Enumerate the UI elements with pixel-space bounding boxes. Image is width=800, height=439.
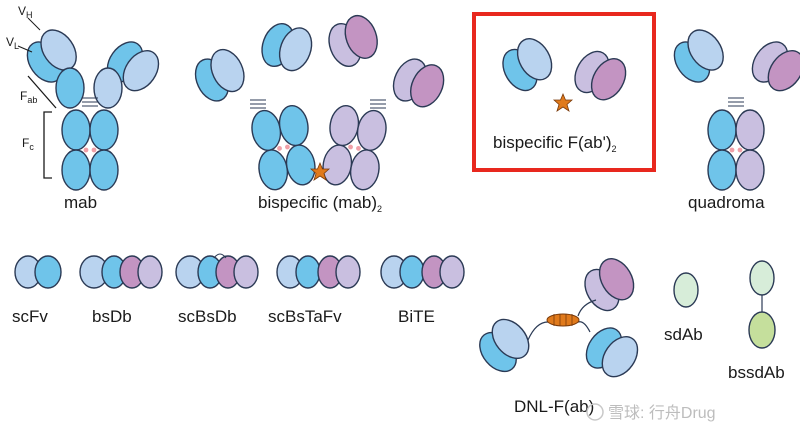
mab-label: mab bbox=[64, 193, 97, 212]
scfv: scFv bbox=[12, 255, 62, 326]
crosslinker-star-icon bbox=[553, 93, 573, 112]
vl-label: VL bbox=[6, 35, 19, 51]
fab-bracket bbox=[27, 75, 57, 109]
fc-bracket bbox=[43, 111, 52, 179]
sdab: sdAb bbox=[664, 272, 703, 344]
bssdab: bssdAb bbox=[728, 260, 785, 382]
bite-label: BiTE bbox=[398, 307, 435, 326]
dnl-fab: DNL-F(ab) bbox=[470, 252, 646, 416]
scfv-label: scFv bbox=[12, 307, 48, 326]
vh-label: VH bbox=[18, 4, 33, 20]
sdab-label: sdAb bbox=[664, 325, 703, 344]
highlight-box bbox=[472, 12, 656, 172]
bispecific-mab2: bispecific (mab)2 bbox=[187, 10, 451, 214]
scbstafv-label: scBsTaFv bbox=[268, 307, 342, 326]
bite: BiTE bbox=[380, 255, 465, 326]
watermark: 雪球: 行舟Drug bbox=[586, 403, 716, 422]
scbsdb: scBsDb bbox=[175, 253, 259, 326]
bsdb: bsDb bbox=[79, 255, 163, 326]
bsdb-label: bsDb bbox=[92, 307, 132, 326]
mab-annotations: VH VL Fab Fc mab bbox=[6, 4, 97, 212]
fab-label: Fab bbox=[20, 89, 37, 105]
snowball-logo-icon bbox=[586, 403, 604, 421]
bssdab-label: bssdAb bbox=[728, 363, 785, 382]
bispecific-mab2-label: bispecific (mab)2 bbox=[258, 193, 382, 214]
dnl-fab-label: DNL-F(ab) bbox=[514, 397, 594, 416]
scbsdb-label: scBsDb bbox=[178, 307, 237, 326]
scbstafv: scBsTaFv bbox=[268, 255, 361, 326]
quadroma-label: quadroma bbox=[688, 193, 765, 212]
bispecific-fab2: bispecific F(ab')2 bbox=[493, 32, 634, 154]
fc-label: Fc bbox=[22, 136, 34, 152]
mab-antibody bbox=[18, 22, 167, 191]
bispecific-fab2-label: bispecific F(ab')2 bbox=[493, 133, 617, 154]
quadroma: quadroma bbox=[665, 22, 800, 212]
dnl-dock-lock-module bbox=[546, 313, 580, 327]
watermark-text: 雪球: 行舟Drug bbox=[608, 404, 716, 422]
